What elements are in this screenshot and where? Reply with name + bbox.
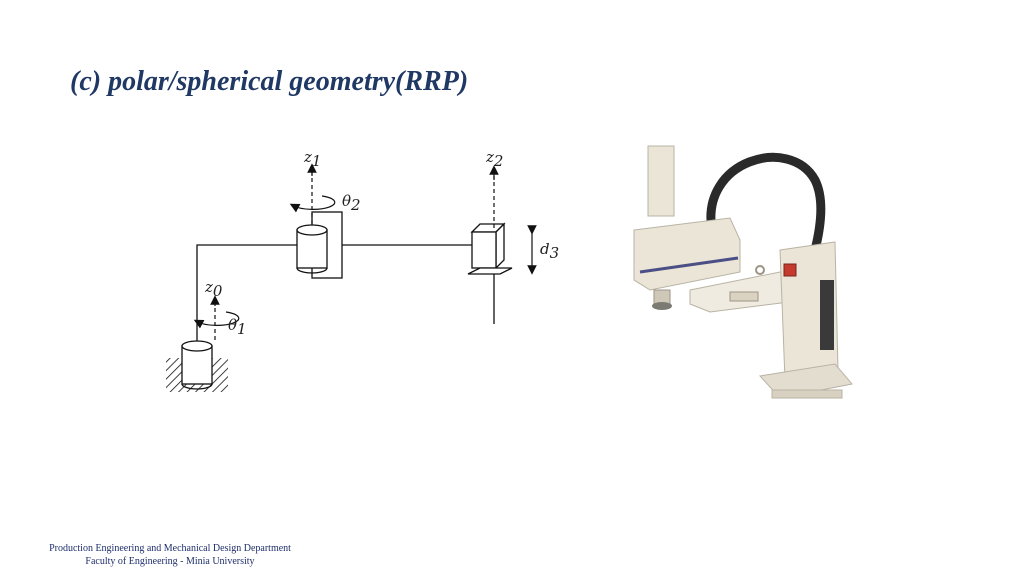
- base-joint-cylinder: [181, 340, 213, 390]
- z1-label: z1: [303, 148, 321, 170]
- theta1-rotation-arrow: [193, 311, 240, 329]
- rrp-kinematic-diagram: z1 z2 θ2 d3 z0 θ1: [166, 148, 559, 392]
- z0-label: z0: [204, 278, 223, 300]
- slide-title: (c) polar/spherical geometry(RRP): [70, 66, 469, 97]
- shoulder-joint-cylinder: [296, 211, 343, 279]
- z2-label: z2: [485, 148, 503, 170]
- d3-label: d3: [540, 240, 559, 262]
- footer-department: Production Engineering and Mechanical De…: [49, 543, 291, 554]
- theta1-label: θ1: [228, 316, 247, 338]
- footer-university: Faculty of Engineering - Minia Universit…: [85, 556, 255, 567]
- scara-robot-image: [633, 145, 853, 399]
- theta2-label: θ2: [342, 192, 361, 214]
- robot-cable: [706, 152, 826, 255]
- link-0: [196, 244, 300, 341]
- theta2-rotation-arrow: [289, 195, 336, 213]
- footer: Production Engineering and Mechanical De…: [20, 542, 320, 568]
- prismatic-joint-box: [467, 222, 513, 275]
